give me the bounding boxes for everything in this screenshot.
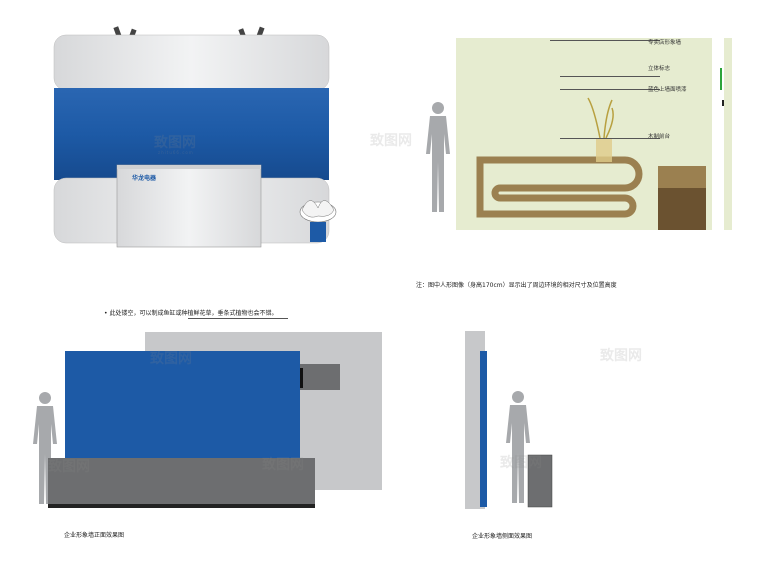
logo-bar bbox=[720, 68, 722, 90]
side-strip bbox=[724, 38, 732, 230]
desk-logo: 华龙电器 bbox=[132, 175, 157, 182]
watermark: 致图网 bbox=[154, 135, 196, 151]
reception-desk bbox=[116, 164, 262, 248]
back-wall-top bbox=[53, 34, 330, 91]
booth-front-svg bbox=[53, 26, 337, 248]
wall-side-view bbox=[460, 325, 580, 515]
label-logo: 立体标志 bbox=[648, 66, 671, 72]
watermark: 致图网 bbox=[150, 351, 192, 367]
caption-front: 企业形象墙正面效果图 bbox=[64, 532, 125, 539]
side-note: 注：图中人形图像（身高170cm）显示出了周边环境的相对尺寸及位置高度 bbox=[416, 282, 617, 289]
booth-side-svg bbox=[426, 38, 732, 230]
human-silhouette-icon bbox=[506, 391, 530, 503]
label-paint: 蓝色上墙面喷漆 bbox=[648, 87, 687, 93]
label-desk: 木制前台 bbox=[648, 134, 671, 140]
wall-front-svg bbox=[33, 332, 382, 508]
watermark-sub: zhitu66.com bbox=[158, 150, 194, 155]
caption-side: 企业形象墙侧面效果图 bbox=[472, 533, 533, 540]
label-wall: 专卖店形象墙 bbox=[648, 40, 682, 46]
annotation-cutout: • 此处镂空，可以制成鱼缸或种植鲜花草，垂条式植物也会不错。 bbox=[104, 310, 278, 317]
potted-plant-icon bbox=[299, 200, 337, 242]
wall-front-view bbox=[30, 318, 390, 518]
human-silhouette-icon bbox=[426, 102, 450, 212]
watermark: 致图网 bbox=[500, 455, 542, 471]
wooden-desk bbox=[476, 156, 643, 218]
cutout-box bbox=[300, 364, 340, 390]
wall-base bbox=[48, 458, 315, 504]
booth-front-render: 华龙电器 bbox=[40, 25, 345, 265]
side-base-box bbox=[528, 455, 552, 507]
vase-plant-icon bbox=[587, 97, 614, 162]
watermark: 致图网 bbox=[370, 133, 412, 149]
back-wall-blue bbox=[54, 88, 329, 180]
watermark: 致图网 bbox=[262, 457, 304, 473]
watermark: 致图网 bbox=[600, 348, 642, 364]
watermark: 致图网 bbox=[48, 459, 90, 475]
booth-side-render bbox=[420, 30, 740, 240]
side-wall-blue bbox=[480, 351, 487, 507]
wall-side-svg bbox=[465, 331, 553, 509]
wall-blue-front bbox=[65, 351, 300, 461]
